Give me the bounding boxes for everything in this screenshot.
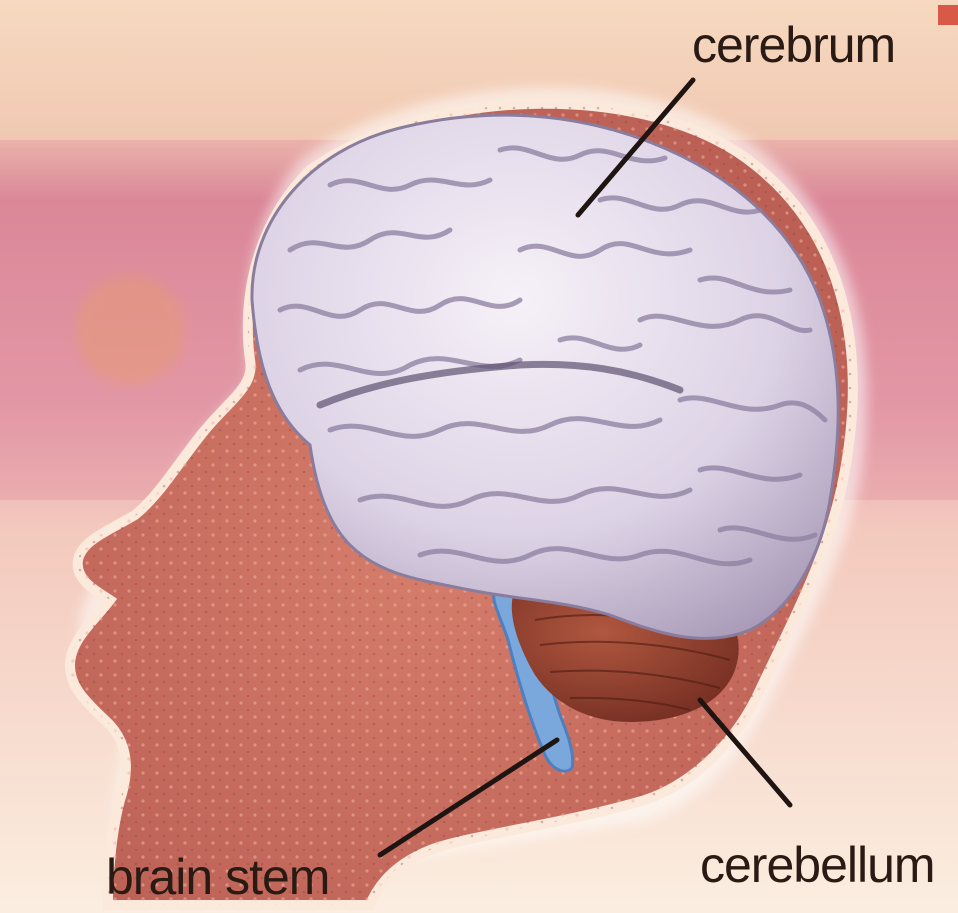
- cerebellum-label: cerebellum: [700, 840, 935, 890]
- brain-stem-label: brain stem: [106, 852, 329, 902]
- cerebrum-label: cerebrum: [692, 20, 895, 70]
